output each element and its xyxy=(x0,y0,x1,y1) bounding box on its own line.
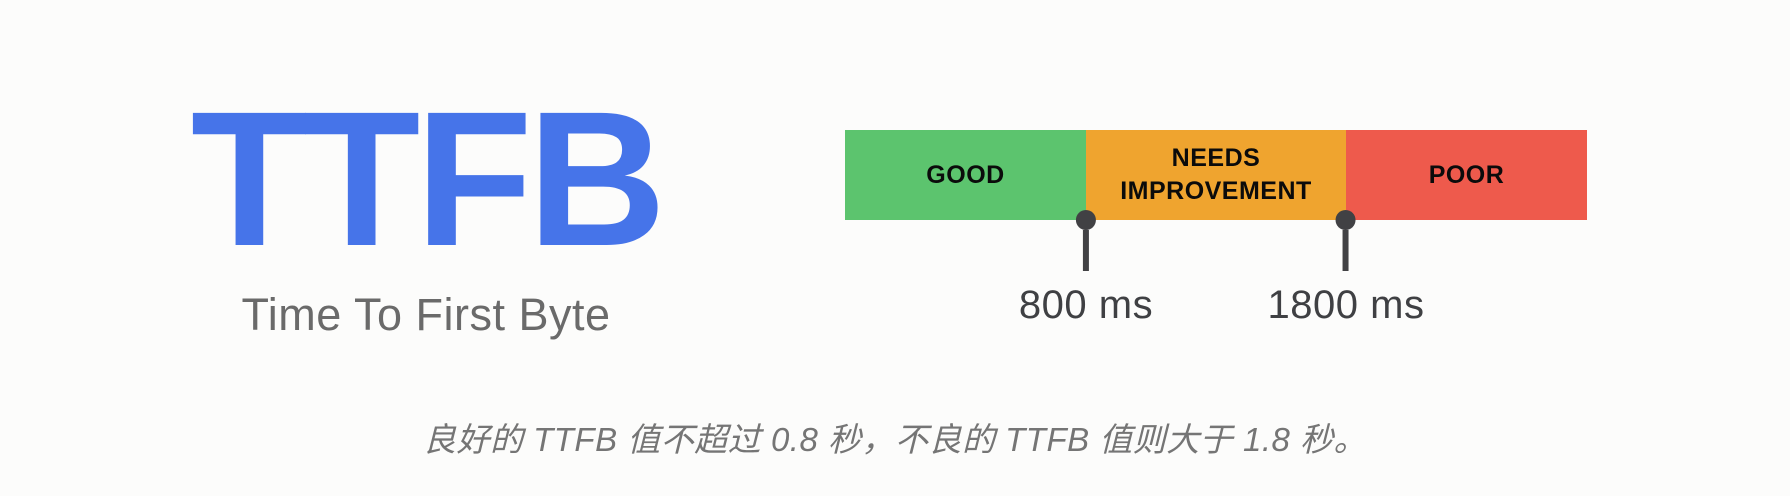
threshold-label-800ms: 800 ms xyxy=(1018,283,1154,327)
threshold-label-1800ms: 1800 ms xyxy=(1267,283,1425,327)
segment-needs-improvement-label: NEEDS IMPROVEMENT xyxy=(1120,144,1312,205)
segment-poor: POOR xyxy=(1346,130,1587,220)
segment-good: GOOD xyxy=(845,130,1086,220)
segment-poor-label: POOR xyxy=(1428,160,1505,189)
segment-needs-improvement: NEEDS IMPROVEMENT xyxy=(1086,130,1346,220)
threshold-dot-icon xyxy=(1075,210,1096,230)
metric-hero: TTFB Time To First Byte xyxy=(0,0,852,360)
caption-text: 良好的 TTFB 值不超过 0.8 秒，不良的 TTFB 值则大于 1.8 秒。 xyxy=(422,421,1368,458)
threshold-stem xyxy=(1082,230,1089,271)
threshold-scale: GOOD NEEDS IMPROVEMENT POOR 800 ms 1800 … xyxy=(845,130,1587,327)
metric-full-name: Time To First Byte xyxy=(241,289,611,340)
threshold-marker-1800ms: 1800 ms xyxy=(1268,210,1425,328)
threshold-marker-800ms: 800 ms xyxy=(1019,210,1153,328)
threshold-stem xyxy=(1342,230,1349,271)
threshold-dot-icon xyxy=(1335,210,1356,230)
metric-abbreviation: TTFB xyxy=(190,71,667,286)
scale-segments: GOOD NEEDS IMPROVEMENT POOR xyxy=(845,130,1587,220)
segment-good-label: GOOD xyxy=(926,160,1005,189)
